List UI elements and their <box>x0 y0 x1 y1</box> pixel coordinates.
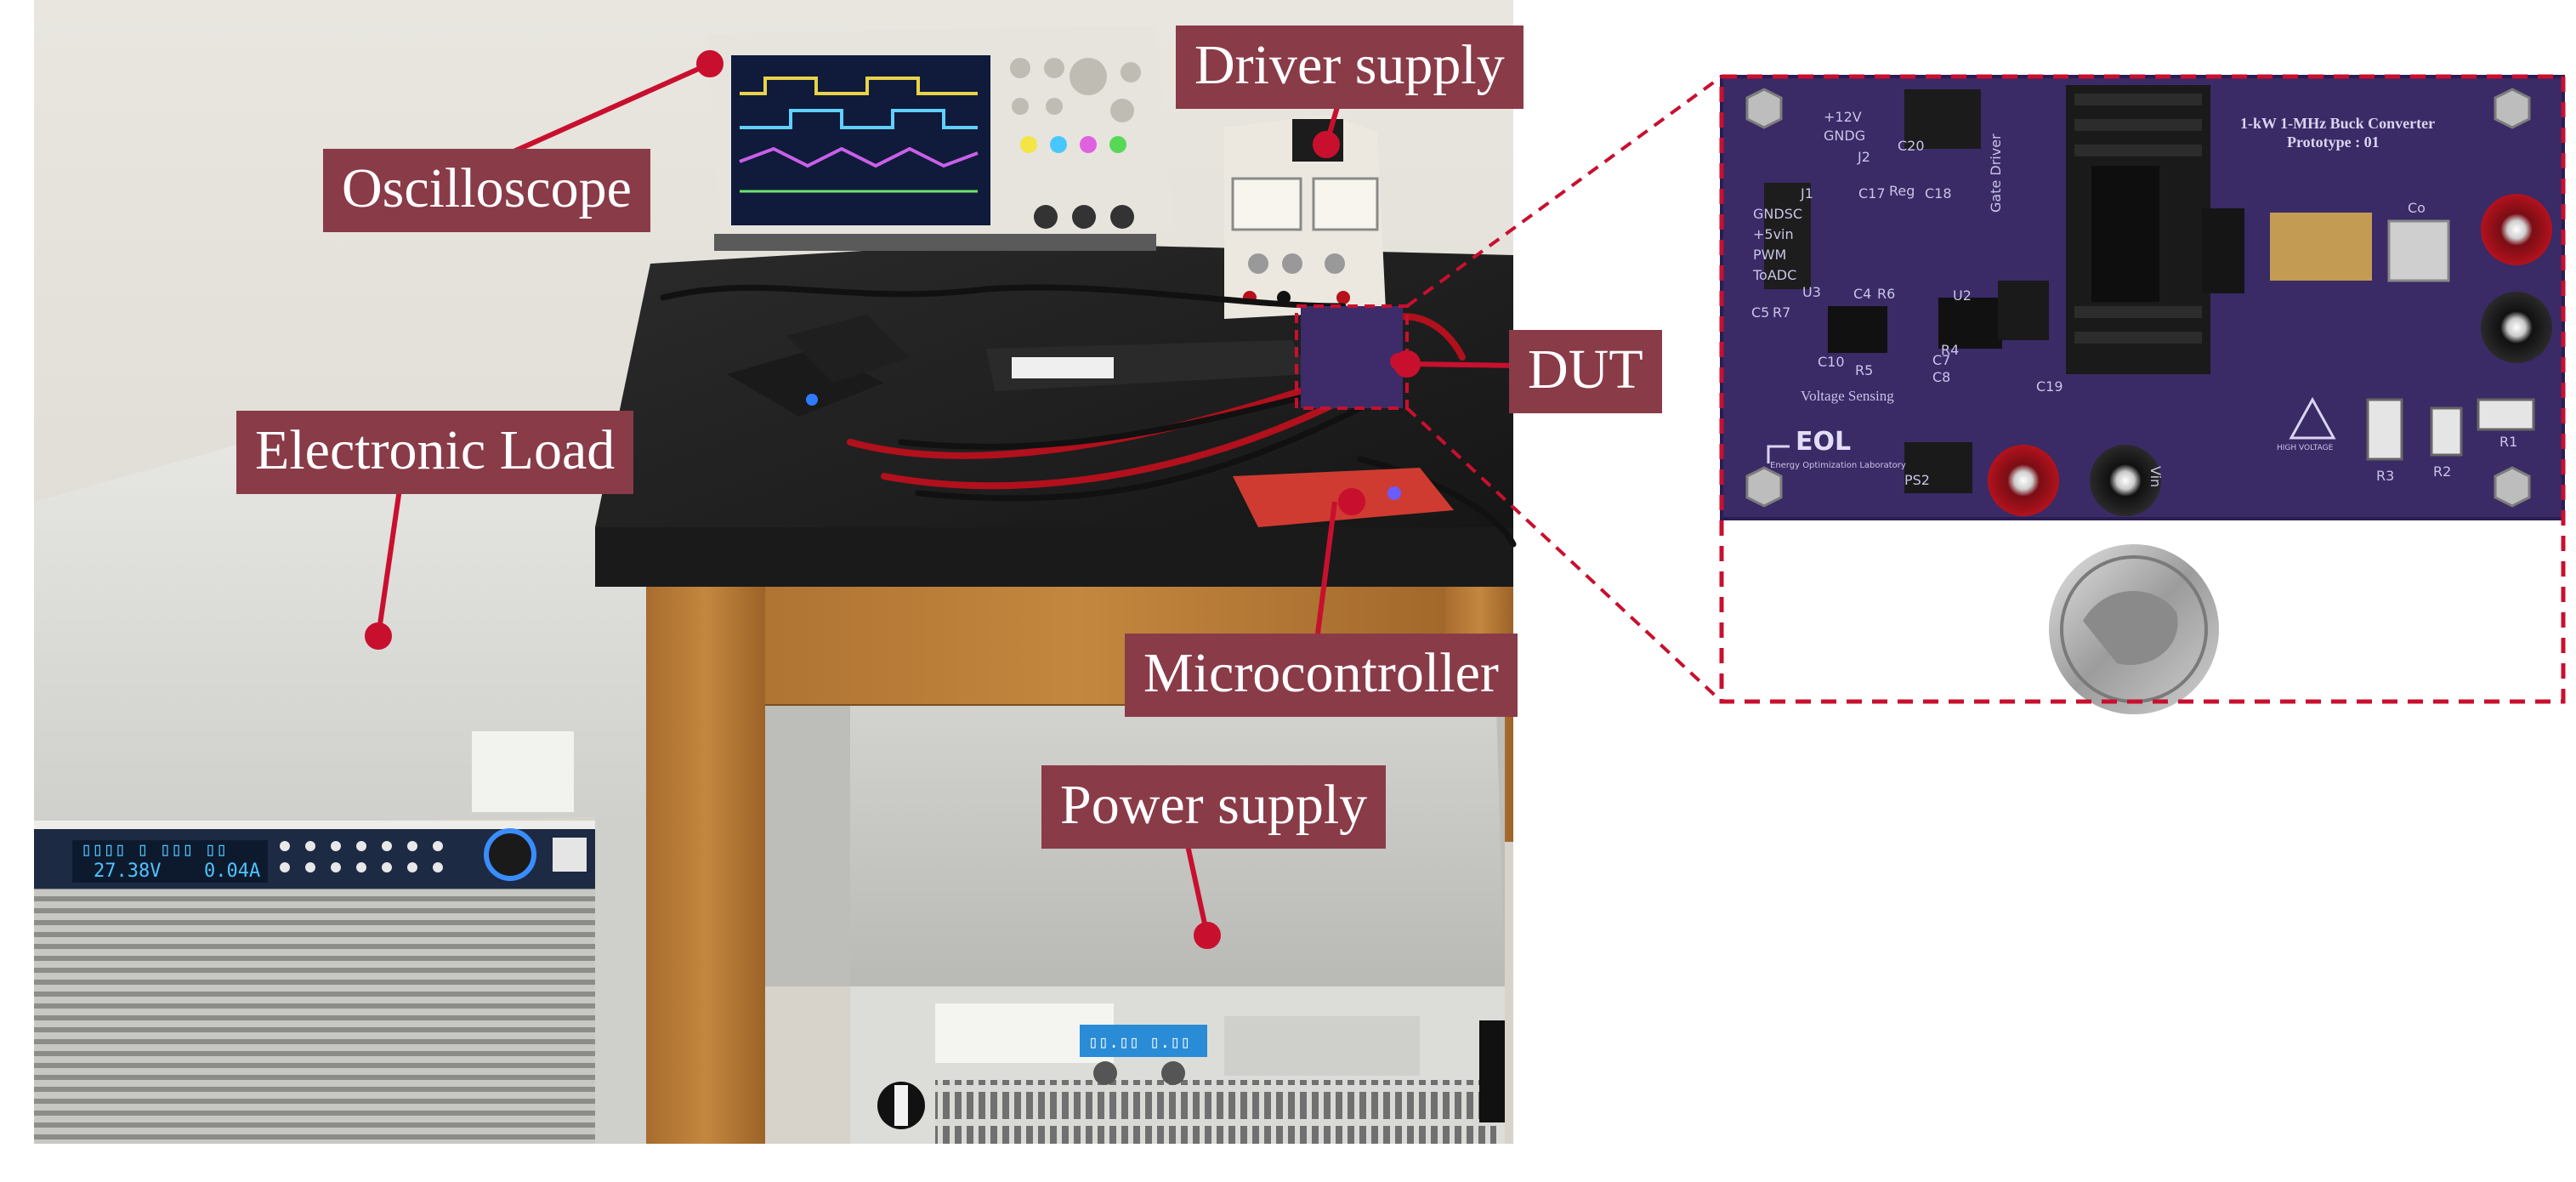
pcb-label-r2: R2 <box>2433 463 2452 480</box>
pcb-label-gndg: GNDG <box>1824 128 1866 144</box>
pcb-logo-eol: EOL <box>1796 427 1852 457</box>
pcb-logo-subtitle: Energy Optimization Laboratory <box>1770 461 1906 470</box>
pcb-label-c7: C7 <box>1932 352 1951 368</box>
label-microcontroller: Microcontroller <box>1125 634 1518 717</box>
pcb-title: 1-kW 1-MHz Buck Converter <box>2240 115 2436 132</box>
pcb-label-u3: U3 <box>1802 284 1821 300</box>
pcb-label-c19: C19 <box>2036 378 2063 395</box>
pcb-label-ps2: PS2 <box>1904 472 1930 488</box>
label-oscilloscope: Oscilloscope <box>323 149 650 232</box>
label-electronic-load: Electronic Load <box>236 411 634 494</box>
pcb-label-j1: J1 <box>1801 185 1813 202</box>
pcb-label-5v: +5vin <box>1753 226 1794 242</box>
pcb-label-c10: C10 <box>1818 354 1845 370</box>
label-dut: DUT <box>1509 330 1662 413</box>
pcb-label-c17: C17 <box>1858 185 1886 202</box>
load-current-readout: 0.04A <box>204 861 260 882</box>
pcb-label-reg: Reg <box>1889 183 1915 199</box>
pcb-label-co: Co <box>2408 200 2426 216</box>
pcb-label-r1: R1 <box>2499 434 2518 450</box>
pcb-label-u2: U2 <box>1953 287 1972 304</box>
pcb-label-r7: R7 <box>1773 304 1791 321</box>
pcb-label-vin: Vin <box>2148 466 2164 488</box>
pcb-label-c18: C18 <box>1925 185 1952 202</box>
pcb-label-c4: C4 <box>1853 286 1872 302</box>
pcb-label-12v: +12V <box>1824 109 1862 125</box>
svg-text:▯▯.▯▯ ▯.▯▯: ▯▯.▯▯ ▯.▯▯ <box>1088 1031 1190 1052</box>
pcb-label-j2: J2 <box>1858 149 1870 165</box>
pcb-label-voltage-sensing: Voltage Sensing <box>1801 388 1894 404</box>
pcb-subtitle: Prototype : 01 <box>2287 134 2380 151</box>
pcb-label-c20: C20 <box>1898 138 1925 154</box>
label-driver-supply: Driver supply <box>1176 26 1523 109</box>
pcb-label-gndsc: GNDSC <box>1753 206 1803 222</box>
load-voltage-readout: 27.38V <box>94 861 161 882</box>
pcb-label-pwm: PWM <box>1753 247 1787 263</box>
pcb-label-c5: C5 <box>1751 304 1770 321</box>
pcb-label-toadc: ToADC <box>1753 267 1797 283</box>
pcb-label-gate-driver: Gate Driver <box>1988 134 2004 213</box>
pcb-label-high-voltage: HIGH VOLTAGE <box>2277 444 2334 452</box>
label-power-supply: Power supply <box>1041 765 1387 849</box>
pcb-label-r3: R3 <box>2376 468 2395 484</box>
pcb-label-r5: R5 <box>1855 362 1874 378</box>
pcb-label-r4: R4 <box>1941 342 1960 358</box>
pcb-label-r6: R6 <box>1877 286 1896 302</box>
svg-text:▯▯▯▯ ▯ ▯▯▯ ▯▯: ▯▯▯▯ ▯ ▯▯▯ ▯▯ <box>81 839 227 861</box>
pcb-label-c8: C8 <box>1932 369 1951 385</box>
